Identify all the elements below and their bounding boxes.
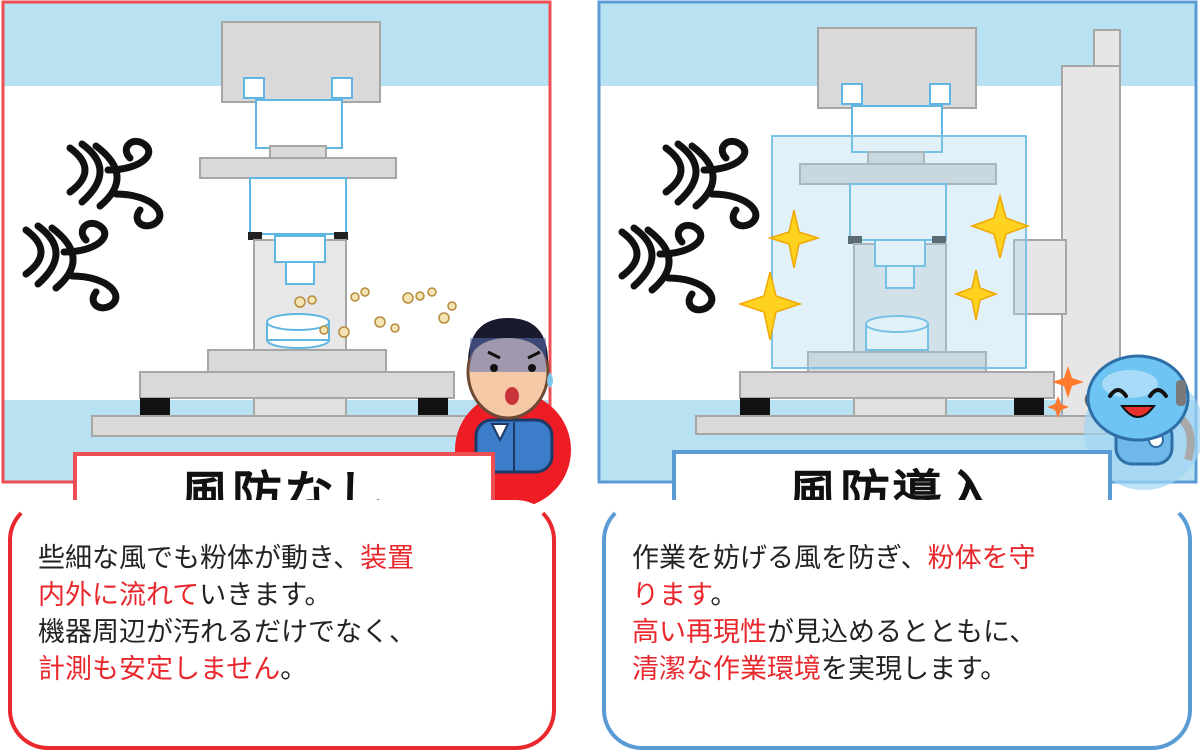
scene-without-windshield [1, 0, 571, 508]
highlighted-text: 高い再現性 [632, 617, 767, 648]
highlighted-text: 装置 [360, 543, 415, 574]
body-text: を実現します。 [821, 654, 1008, 685]
body-text: いきます。 [199, 580, 332, 611]
powder-particles [294, 287, 457, 338]
body-text: 。 [710, 580, 738, 611]
panel-without-windshield: 風防なし 些細な風でも粉体が動き、装置内外に流れていきます。機器周辺が汚れるだけ… [1, 0, 571, 750]
worried-worker-icon [455, 318, 571, 508]
panel-with-windshield: 風防導入 作業を妨げる風を防ぎ、粉体を守ります。高い再現性が見込めるとともに、清… [596, 0, 1200, 755]
description-line: 作業を妨げる風を防ぎ、粉体を守 [632, 540, 1162, 577]
description-line: 些細な風でも粉体が動き、装置 [38, 540, 526, 577]
left-description-box: 些細な風でも粉体が動き、装置内外に流れていきます。機器周辺が汚れるだけでなく、計… [8, 500, 556, 750]
right-description-box: 作業を妨げる風を防ぎ、粉体を守ります。高い再現性が見込めるとともに、清潔な作業環… [602, 500, 1192, 750]
body-text: が見込めるとともに、 [767, 617, 1037, 648]
windshield-side-frame [1013, 29, 1121, 421]
highlighted-text: 清潔な作業環境 [632, 654, 821, 685]
happy-robot-icon [1047, 354, 1200, 490]
highlighted-text: 計測も安定しません [38, 654, 281, 685]
body-text: 些細な風でも粉体が動き、 [38, 543, 361, 574]
wind-gust-icon [618, 137, 760, 314]
description-line: 内外に流れていきます。 [38, 577, 526, 614]
body-text: 機器周辺が汚れるだけでなく、 [38, 617, 416, 648]
wind-gust-icon [22, 137, 164, 312]
highlighted-text: 内外に流れて [38, 580, 200, 611]
description-line: 機器周辺が汚れるだけでなく、 [38, 614, 526, 651]
balance-machine [695, 27, 1107, 435]
body-text: 作業を妨げる風を防ぎ、 [632, 543, 928, 574]
balance-machine [91, 21, 503, 437]
description-line: 計測も安定しません。 [38, 651, 526, 688]
description-line: ります。 [632, 577, 1162, 614]
scene-with-windshield [597, 0, 1200, 490]
sparkle-icon [737, 193, 1031, 341]
highlighted-text: 粉体を守 [927, 543, 1036, 574]
right-description-text: 作業を妨げる風を防ぎ、粉体を守ります。高い再現性が見込めるとともに、清潔な作業環… [632, 540, 1162, 688]
body-text: 。 [280, 654, 308, 685]
description-line: 高い再現性が見込めるとともに、 [632, 614, 1162, 651]
windshield-glass [771, 135, 1027, 369]
left-description-text: 些細な風でも粉体が動き、装置内外に流れていきます。機器周辺が汚れるだけでなく、計… [38, 540, 526, 688]
description-line: 清潔な作業環境を実現します。 [632, 651, 1162, 688]
highlighted-text: ります [632, 580, 711, 611]
